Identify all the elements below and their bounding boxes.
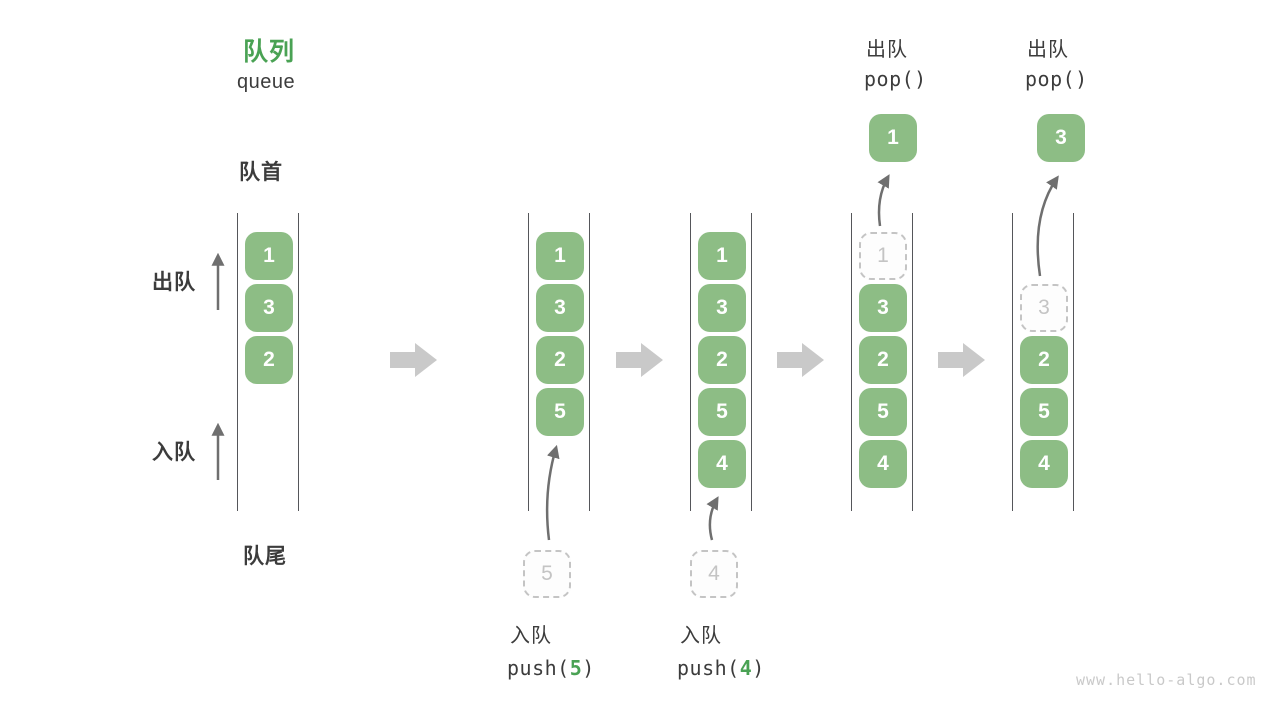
removed-item-placeholder: 3 (1020, 284, 1068, 332)
queue-item: 1 (698, 232, 746, 280)
queue-item: 1 (245, 232, 293, 280)
queue-state-after-push-4: 1 3 2 5 4 (690, 213, 752, 511)
popped-item: 3 (1037, 114, 1085, 162)
enqueue-caption: 入队 (510, 625, 552, 647)
queue-item: 1 (536, 232, 584, 280)
queue-state-after-pop-3: 3 2 5 4 (1012, 213, 1074, 511)
next-state-arrow (616, 343, 663, 377)
queue-item: 2 (859, 336, 907, 384)
dequeue-side-label: 出队 (152, 271, 196, 294)
enqueue-side-label: 入队 (152, 441, 196, 464)
push-arg: 4 (739, 656, 753, 680)
page-subtitle: queue (237, 71, 296, 93)
push-call-text: push(4) (677, 656, 765, 680)
queue-item: 2 (245, 336, 293, 384)
push-arg: 5 (569, 656, 583, 680)
page-title: 队列 (243, 38, 296, 66)
incoming-item-placeholder: 5 (523, 550, 571, 598)
removed-item-placeholder: 1 (859, 232, 907, 280)
queue-item: 3 (698, 284, 746, 332)
push-code-suffix: ) (582, 656, 595, 680)
queue-item: 3 (859, 284, 907, 332)
queue-item: 4 (859, 440, 907, 488)
pop-call-text: pop() (864, 67, 927, 91)
queue-item: 5 (859, 388, 907, 436)
push-code-suffix: ) (752, 656, 765, 680)
queue-item: 3 (536, 284, 584, 332)
queue-item: 5 (698, 388, 746, 436)
watermark: www.hello-algo.com (1076, 671, 1257, 689)
queue-item: 2 (698, 336, 746, 384)
queue-state-after-pop-1: 1 3 2 5 4 (851, 213, 913, 511)
next-state-arrow (938, 343, 985, 377)
enqueue-caption: 入队 (680, 625, 722, 647)
queue-rear-label: 队尾 (243, 545, 287, 568)
next-state-arrow (777, 343, 824, 377)
pop-call-text: pop() (1025, 67, 1088, 91)
queue-item: 4 (698, 440, 746, 488)
queue-state-after-push-5: 1 3 2 5 (528, 213, 590, 511)
queue-item: 2 (1020, 336, 1068, 384)
incoming-item-placeholder: 4 (690, 550, 738, 598)
queue-state-initial: 1 3 2 (237, 213, 299, 511)
queue-item: 5 (536, 388, 584, 436)
queue-item: 5 (1020, 388, 1068, 436)
queue-item: 2 (536, 336, 584, 384)
next-state-arrow (390, 343, 437, 377)
dequeue-caption: 出队 (1027, 39, 1069, 61)
popped-item: 1 (869, 114, 917, 162)
push-code-prefix: push( (677, 656, 740, 680)
queue-item: 4 (1020, 440, 1068, 488)
dequeue-caption: 出队 (866, 39, 908, 61)
push-call-text: push(5) (507, 656, 595, 680)
queue-front-label: 队首 (239, 161, 283, 184)
queue-item: 3 (245, 284, 293, 332)
push-code-prefix: push( (507, 656, 570, 680)
